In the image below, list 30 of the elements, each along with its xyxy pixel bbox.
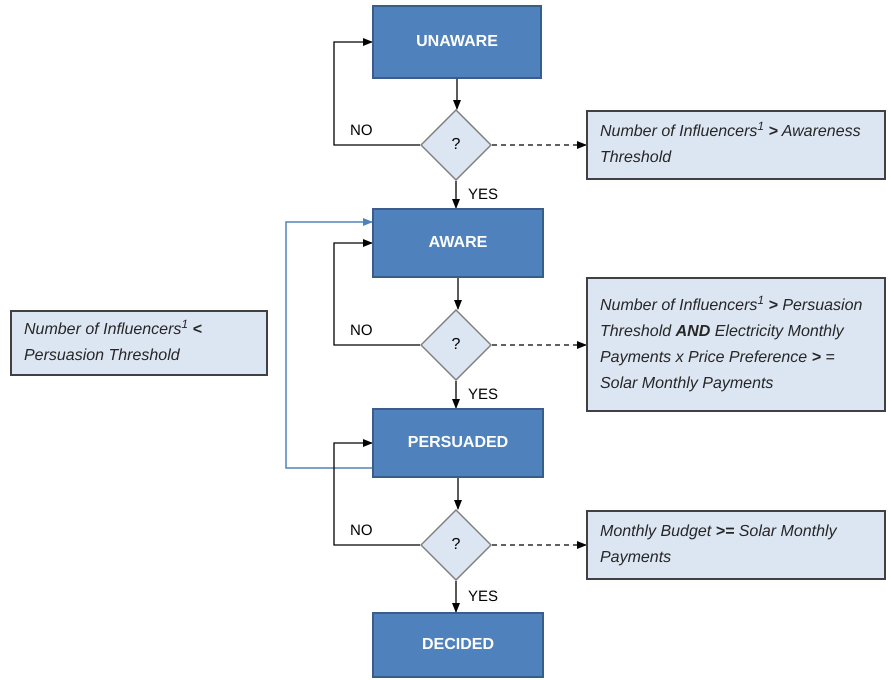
arrow bbox=[454, 278, 462, 310]
edge-label: YES bbox=[466, 186, 500, 202]
decision-diamond: ? bbox=[420, 109, 492, 181]
arrow bbox=[333, 439, 420, 546]
condition-box: Number of Influencers$^{1}$ > Persuasion Threshold AND Electricity Monthly Payments x Price Preference > = Solar Monthly Payments bbox=[586, 277, 886, 412]
state-box: UNAWARE bbox=[372, 5, 542, 79]
arrow bbox=[492, 541, 587, 549]
arrow bbox=[285, 218, 373, 469]
arrow bbox=[454, 478, 462, 510]
edge-label: YES bbox=[466, 386, 500, 402]
state-box: AWARE bbox=[372, 208, 544, 278]
arrow bbox=[333, 239, 420, 346]
edge-label: YES bbox=[466, 588, 500, 604]
edge-label: NO bbox=[348, 523, 374, 538]
decision-diamond: ? bbox=[420, 309, 492, 381]
arrow bbox=[452, 181, 460, 209]
arrow bbox=[452, 581, 460, 613]
state-box: DECIDED bbox=[372, 612, 544, 678]
arrow bbox=[492, 341, 587, 349]
condition-box: Number of Influencers$^{1}$ < Persuasion Threshold bbox=[10, 310, 268, 376]
state-box: PERSUADED bbox=[372, 408, 544, 478]
arrow bbox=[492, 141, 587, 149]
decision-diamond: ? bbox=[420, 509, 492, 581]
edge-label: NO bbox=[348, 123, 374, 138]
arrow bbox=[453, 79, 461, 110]
arrow bbox=[452, 381, 460, 409]
condition-box: Monthly Budget >= Solar Monthly Payments bbox=[586, 510, 886, 580]
arrow bbox=[333, 38, 420, 146]
condition-box: Number of Influencers$^{1}$ > Awareness Threshold bbox=[586, 110, 886, 180]
edge-label: NO bbox=[348, 323, 374, 338]
